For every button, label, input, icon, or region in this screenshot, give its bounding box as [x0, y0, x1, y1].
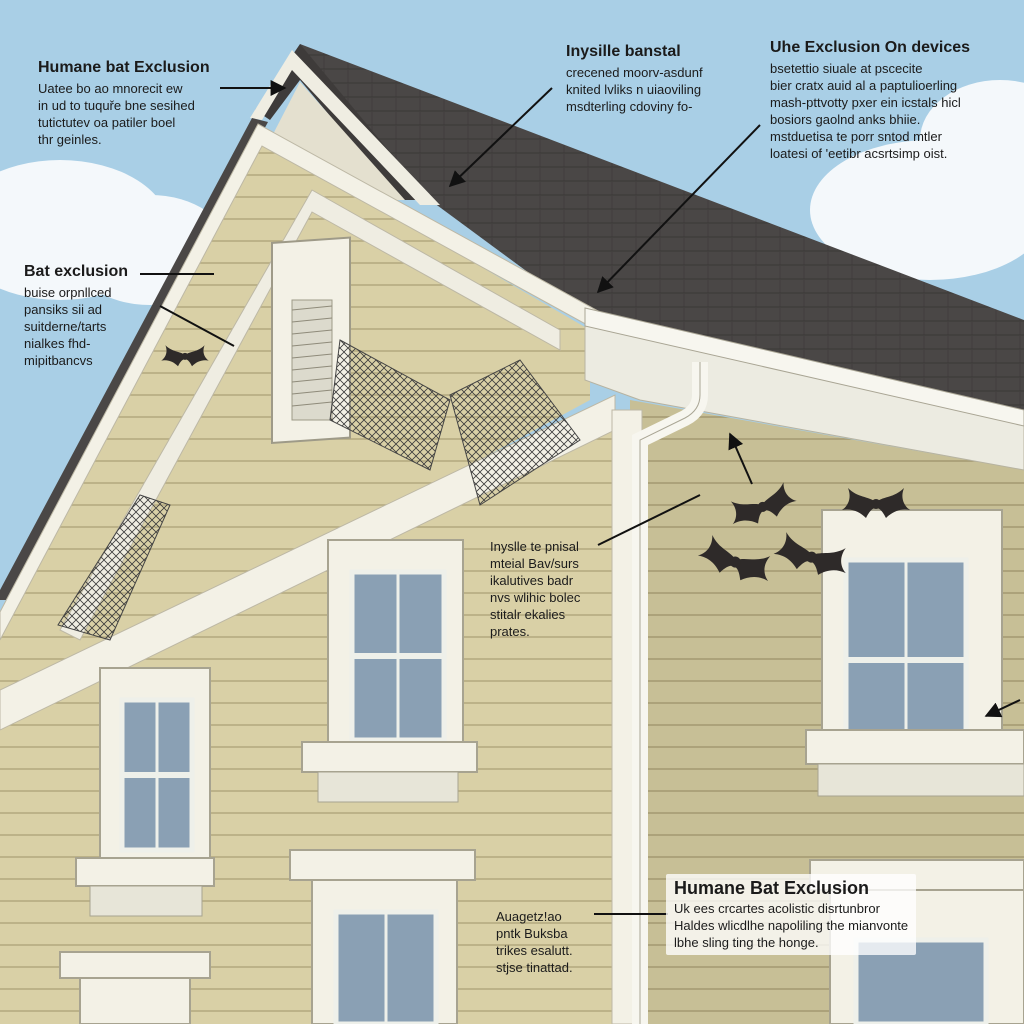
cloud-right-2: [920, 80, 1024, 200]
callout-title: Bat exclusion: [24, 263, 129, 280]
upper-gable-trim: [250, 50, 440, 205]
callout-line: tutictutev oa patiler boel: [38, 115, 176, 130]
callout-line: bosiors gaolnd anks bhiie.: [770, 112, 921, 127]
window-front-bottom-left: [59, 951, 211, 1024]
callout-line: pntk Buksba: [496, 926, 568, 941]
callout-title: Humane Bat Exclusion: [674, 878, 870, 898]
gutter: [584, 307, 1024, 427]
callout-title: Uhe Exclusion On devices: [770, 39, 971, 56]
callout-line: stitalr ekalies: [490, 607, 566, 622]
callout-line: Inyslle te pnisal: [490, 539, 579, 554]
callout-humane-box: Humane Bat Exclusion Uk ees crcartes aco…: [666, 874, 917, 955]
callout-line: ikalutives badr: [490, 573, 574, 588]
arrow-bats-up: [728, 432, 753, 485]
window-side-lower: [809, 859, 1024, 1024]
line-middle: [597, 494, 701, 546]
callout-line: msdterling cdoviny fo-: [566, 99, 693, 114]
callout-line: loatesi of 'eetibr acsrtsimp oist.: [770, 146, 948, 161]
callout-line: in ud to tuquře bne sesihed: [38, 98, 195, 113]
callout-bottom-left: Auagetz!ao pntk Buksba trikes esalutt. s…: [496, 906, 573, 976]
window-side-upper: [805, 509, 1024, 797]
arrow-installed: [448, 87, 553, 188]
callout-line: Haldes wlicdlhe napoliling the mianvonte: [674, 918, 909, 933]
leader-lines: [140, 80, 1021, 915]
callout-line: mash-pttvotty pxer ein icstals hicl: [770, 95, 961, 110]
callout-line: stjse tinattad.: [496, 960, 573, 975]
callout-installed: Inysille banstal crecened moorv-asdunf k…: [566, 42, 703, 115]
callout-line: crecened moorv-asdunf: [566, 65, 703, 80]
callout-line: mstduetisa te porr sntod mtler: [770, 129, 942, 144]
callout-line: prates.: [490, 624, 530, 639]
attic-vent-slats: [291, 305, 333, 407]
callout-line: thr geinles.: [38, 132, 102, 147]
callout-line: pansiks sii ad: [24, 302, 103, 317]
arrow-window: [984, 699, 1021, 718]
exclusion-mesh-gable: [57, 494, 171, 641]
callout-title: Inysille banstal: [566, 43, 681, 60]
callout-line: mipitbancvs: [24, 353, 93, 368]
callout-line: bsetettio siuale at pscecite: [770, 61, 923, 76]
callout-line: buise orpnllced: [24, 285, 112, 300]
callout-middle: Inyslle te pnisal mteial Bav/surs ikalut…: [490, 536, 580, 640]
exclusion-mesh-vent: [329, 339, 451, 471]
callout-line: mteial Bav/surs: [490, 556, 579, 571]
callout-devices: Uhe Exclusion On devices bsetettio siual…: [770, 38, 970, 162]
callout-line: Uk ees crcartes acolistic disrtunbror: [674, 901, 880, 916]
callout-line: nvs wlihic bolec: [490, 590, 581, 605]
main-gable-trim-inner: [59, 189, 561, 641]
callout-line: Auagetz!ao: [496, 909, 562, 924]
callout-line: lbhe sling ting the honge.: [674, 935, 819, 950]
callout-title: Humane bat Exclusion: [38, 59, 210, 76]
callout-line: bier cratx auid al a paptulioerling: [770, 78, 958, 93]
line-bat-exclusion-2: [159, 305, 235, 347]
callout-line: trikes esalutt.: [496, 943, 573, 958]
callout-humane-top: Humane bat Exclusion Uatee bo ao mnoreci…: [38, 58, 210, 148]
main-roof: [300, 44, 1024, 420]
exclusion-mesh-eave: [449, 359, 581, 506]
callout-line: Uatee bo ao mnorecit ew: [38, 81, 183, 96]
arrow-devices: [596, 124, 761, 294]
window-front-lower: [289, 849, 476, 1024]
window-front-left: [75, 667, 215, 917]
callout-line: nialkes fhd-: [24, 336, 91, 351]
window-front-upper: [301, 539, 478, 803]
callout-bat-exclusion: Bat exclusion buise orpnllced pansiks si…: [24, 262, 128, 369]
callout-line: knited lvliks n uiaoviling: [566, 82, 702, 97]
callout-line: suitderne/tarts: [24, 319, 107, 334]
attic-vent-louvers: [291, 299, 333, 421]
